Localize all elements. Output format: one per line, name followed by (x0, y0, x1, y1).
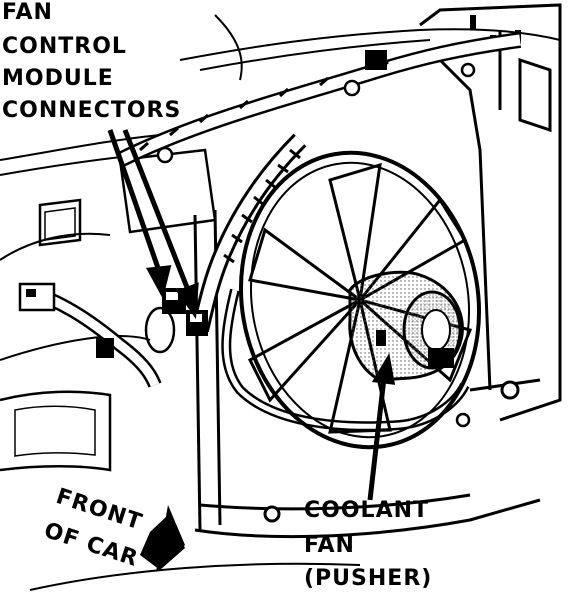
fan-motor (348, 270, 464, 382)
fan-control-module-connectors (144, 288, 208, 354)
fan-connectors-label-line-4: CONNECTORS (2, 98, 182, 123)
coolant-fan-label-line-1: COOLANT (304, 498, 430, 523)
left-fender-structure (0, 148, 217, 472)
fan-connectors-label-line-3: MODULE (2, 66, 114, 91)
fan-connectors-label-line-2: CONTROL (2, 34, 127, 59)
coolant-fan-assembly (238, 150, 482, 450)
callout-leaders (107, 129, 396, 501)
coolant-fan-label-line-3: (PUSHER) (304, 566, 433, 591)
fan-connectors-label-line-1: FAN (2, 0, 53, 25)
coolant-fan-label-line-2: FAN (304, 533, 355, 558)
body-panel-lines (0, 14, 561, 591)
left-hose-connector (18, 282, 162, 388)
upper-wiring-harness (116, 32, 522, 168)
radiator-support-frame (193, 3, 562, 539)
front-of-car-arrow-icon (140, 505, 185, 572)
